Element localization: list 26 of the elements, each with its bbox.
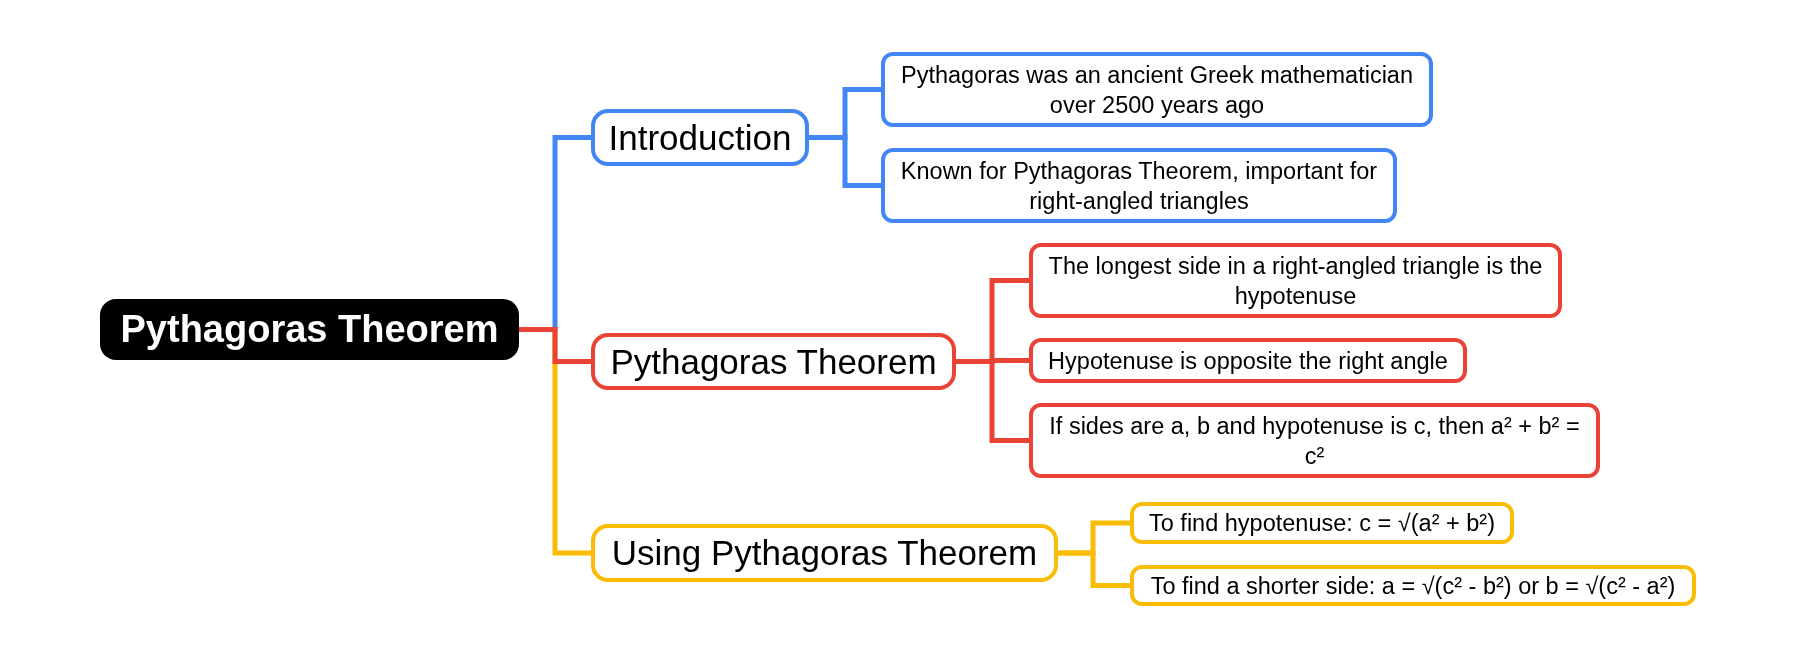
topic-text: Using Pythagoras Theorem: [611, 533, 1038, 573]
subtopic-box: [1130, 502, 1514, 544]
subtopic-box: [1029, 243, 1562, 318]
subtopic-text: To find a shorter side: a = √(c² - b²) or b = √(c² - a²): [1150, 571, 1676, 601]
subtopic-text: The longest side in a right-angled triangle is the hypotenuse: [1047, 251, 1544, 311]
central-topic-box: [100, 299, 519, 360]
subtopic-box: [1029, 403, 1600, 478]
topic-box: [591, 333, 956, 390]
subtopic-box: [881, 148, 1397, 223]
subtopic-text: Pythagoras was an ancient Greek mathematician over 2500 years ago: [899, 60, 1414, 120]
subtopic-text: Hypotenuse is opposite the right angle: [1048, 346, 1448, 376]
central-topic-text: Pythagoras Theorem: [120, 308, 499, 351]
subtopic-box: [881, 52, 1433, 127]
subtopic-text: To find hypotenuse: c = √(a² + b²): [1149, 509, 1495, 538]
connector-line: [1058, 550, 1130, 588]
topic-box: [591, 524, 1058, 582]
topic-text: Pythagoras Theorem: [610, 341, 937, 382]
subtopic-box: [1130, 565, 1696, 606]
connector-line: [956, 359, 1029, 443]
connector-line: [519, 327, 591, 364]
topic-box: [591, 109, 809, 166]
subtopic-text: Known for Pythagoras Theorem, important for right-angled triangles: [899, 156, 1379, 216]
topic-text: Introduction: [608, 117, 792, 158]
connector-line: [809, 135, 881, 188]
subtopic-text: If sides are a, b and hypotenuse is c, then a² + b² = c²: [1048, 411, 1581, 471]
subtopic-box: [1029, 338, 1467, 383]
